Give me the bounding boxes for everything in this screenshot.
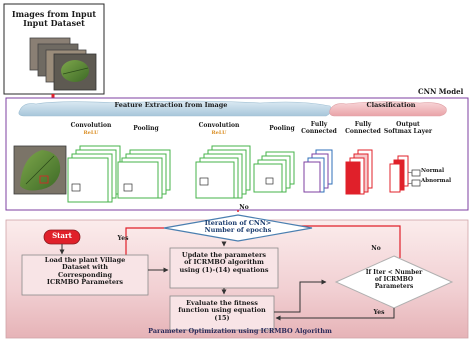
class-normal-label: Normal bbox=[421, 168, 445, 174]
fully-connected-layer-2 bbox=[345, 149, 373, 195]
pooling-layer-2 bbox=[253, 151, 295, 193]
no-label-right: No bbox=[371, 245, 381, 252]
iteration-decision-diamond bbox=[163, 214, 313, 242]
start-label: Start bbox=[52, 231, 72, 240]
classification-cloud bbox=[329, 101, 447, 117]
layer-label-pool-1: Pooling bbox=[133, 125, 159, 132]
load-dataset-box bbox=[21, 254, 149, 296]
input-image-stack bbox=[3, 3, 105, 95]
layer-label-pool-2: Pooling bbox=[269, 125, 295, 132]
feature-extraction-cloud bbox=[18, 100, 332, 117]
load-dataset-text: Load the plant Village Dataset with Corr… bbox=[44, 256, 126, 287]
pooling-layer-1 bbox=[117, 149, 171, 199]
input-dataset-title: Images from Input Input Dataset bbox=[11, 9, 97, 29]
class-abnormal-label: Abnormal bbox=[421, 178, 452, 184]
optimization-title: Parameter Optimization using ICRMBO Algo… bbox=[148, 327, 332, 335]
yes-label-left: Yes bbox=[117, 235, 129, 242]
layer-label-fc-2: Fully Connected bbox=[345, 121, 381, 135]
conv-layer-2 bbox=[195, 145, 251, 199]
no-label-top: No bbox=[239, 204, 249, 211]
evaluate-fitness-text: Evaluate the fitness function using equa… bbox=[178, 299, 266, 322]
conv-layer-1 bbox=[67, 145, 121, 203]
cnn-model-title: CNN Model bbox=[418, 87, 464, 96]
classification-label: Classification bbox=[366, 101, 416, 109]
feature-extraction-label: Feature Extraction from Image bbox=[114, 101, 228, 109]
layer-label-output: Output Softmax Layer bbox=[383, 121, 433, 135]
output-softmax-layer bbox=[389, 155, 409, 193]
layer-label-fc-1: Fully Connected bbox=[301, 121, 337, 135]
yes-label-bottom: Yes bbox=[373, 309, 385, 316]
fully-connected-layer-1 bbox=[303, 149, 333, 193]
update-parameters-text: Update the parameters of ICRMBO algorith… bbox=[179, 251, 269, 274]
iteration-count-text: If Iter < Number of ICRMBO Parameters bbox=[365, 269, 423, 290]
cnn-input-leaf-image bbox=[13, 145, 67, 195]
evaluate-fitness-box bbox=[169, 295, 275, 331]
iteration-decision-label: Iteration of CNN> Number of epochs bbox=[204, 219, 272, 235]
update-parameters-box bbox=[169, 247, 279, 289]
